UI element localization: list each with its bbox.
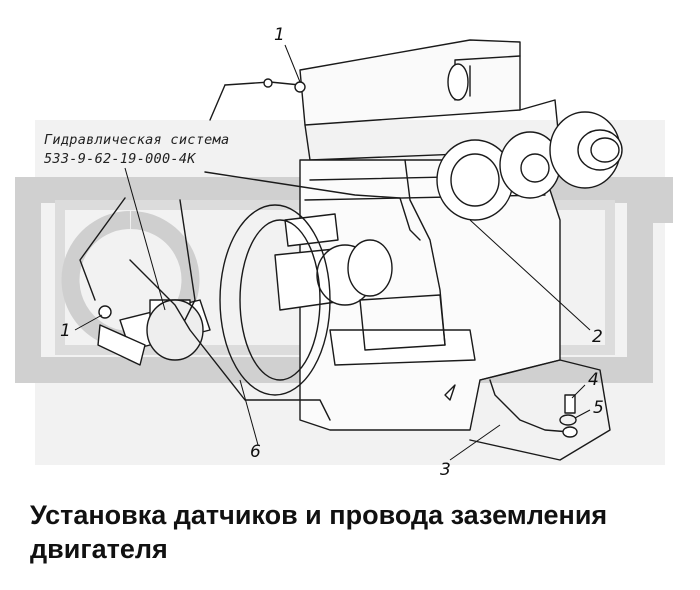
callout-5: 5 <box>593 398 604 418</box>
leader-line-left-1 <box>74 314 103 331</box>
callout-3: 3 <box>440 460 451 480</box>
callout-2: 2 <box>592 327 603 347</box>
callout-top-1: 1 <box>274 25 285 45</box>
leader-line-6 <box>239 379 259 446</box>
callout-4: 4 <box>588 370 599 390</box>
callout-left-1: 1 <box>60 321 71 341</box>
leader-line-3 <box>449 424 501 461</box>
figure-caption: Установка датчиков и провода заземления … <box>30 500 608 564</box>
hydraulic-system-note: Гидравлическая система 533-9-62-19-000-4… <box>44 131 229 169</box>
engine-drawing <box>15 39 673 465</box>
leader-line-5 <box>574 409 591 419</box>
leader-line-top-1 <box>284 44 301 83</box>
hydraulic-system-title: Гидравлическая система <box>44 132 230 148</box>
callout-6: 6 <box>250 442 261 462</box>
hydraulic-system-code: 533-9-62-19-000-4K <box>44 151 196 167</box>
leader-line-system <box>124 167 166 311</box>
leader-line-2 <box>469 219 591 331</box>
leader-line-4 <box>571 384 586 399</box>
